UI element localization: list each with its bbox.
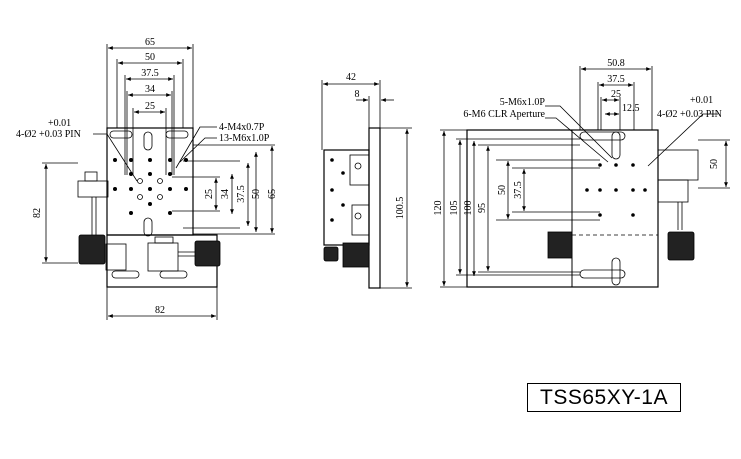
front-dim-right-1: 25 bbox=[204, 189, 215, 199]
front-dim-top-2: 50 bbox=[145, 52, 155, 63]
part-number-box: TSS65XY-1A bbox=[527, 383, 681, 412]
side-dim-height: 100.5 bbox=[395, 197, 406, 220]
bottom-dim-left-1: 120 bbox=[433, 201, 444, 216]
front-dim-top-4: 34 bbox=[145, 84, 155, 95]
bottom-dim-right: 50 bbox=[709, 159, 720, 169]
front-tap-callout-2: 13-M6x1.0P bbox=[219, 133, 270, 144]
bottom-dim-top-2: 37.5 bbox=[607, 74, 625, 85]
front-dim-top-5: 25 bbox=[145, 101, 155, 112]
bottom-pin-tolerance: +0.01 bbox=[690, 95, 713, 106]
bottom-dim-top-3: 25 bbox=[611, 89, 621, 100]
front-dim-right-3: 37.5 bbox=[236, 185, 247, 203]
front-tap-callout-1: 4-M4x0.7P bbox=[219, 122, 265, 133]
bottom-dim-left-2: 105 bbox=[449, 201, 460, 216]
front-dim-bottom: 82 bbox=[155, 305, 165, 316]
front-pin-callout: 4-Ø2 +0.03 PIN bbox=[16, 129, 81, 140]
front-dim-left: 82 bbox=[32, 208, 43, 218]
front-pin-tolerance: +0.01 bbox=[48, 118, 71, 129]
bottom-dim-left-4: 95 bbox=[477, 203, 488, 213]
front-dim-right-5: 65 bbox=[267, 189, 278, 199]
bottom-clr-callout: 6-M6 CLR Aperture bbox=[463, 109, 545, 120]
part-number: TSS65XY-1A bbox=[540, 385, 668, 409]
bottom-dim-left-5: 50 bbox=[497, 185, 508, 195]
bottom-dim-top-4: 12.5 bbox=[622, 103, 640, 114]
side-view bbox=[321, 80, 412, 289]
bottom-dim-left-3: 100 bbox=[463, 201, 474, 216]
side-dim-thickness: 8 bbox=[355, 89, 360, 100]
bottom-pin-callout: 4-Ø2 +0.03 PIN bbox=[657, 109, 722, 120]
front-dim-right-4: 50 bbox=[251, 189, 262, 199]
side-view-labels: 42 8 100.5 bbox=[346, 72, 406, 219]
front-view bbox=[42, 44, 275, 320]
front-dim-top-1: 65 bbox=[145, 37, 155, 48]
bottom-tap-callout: 5-M6x1.0P bbox=[500, 97, 546, 108]
bottom-view bbox=[440, 66, 730, 288]
bottom-dim-left-6: 37.5 bbox=[513, 181, 524, 199]
front-view-labels: 65 50 37.5 34 25 82 82 25 34 37.5 50 65 … bbox=[16, 37, 278, 316]
bottom-view-labels: 50.8 37.5 25 12.5 5-M6x1.0P 6-M6 CLR Ape… bbox=[433, 58, 722, 216]
front-dim-right-2: 34 bbox=[220, 189, 231, 199]
bottom-dim-top-1: 50.8 bbox=[607, 58, 625, 69]
front-dim-top-3: 37.5 bbox=[141, 68, 159, 79]
side-dim-width: 42 bbox=[346, 72, 356, 83]
